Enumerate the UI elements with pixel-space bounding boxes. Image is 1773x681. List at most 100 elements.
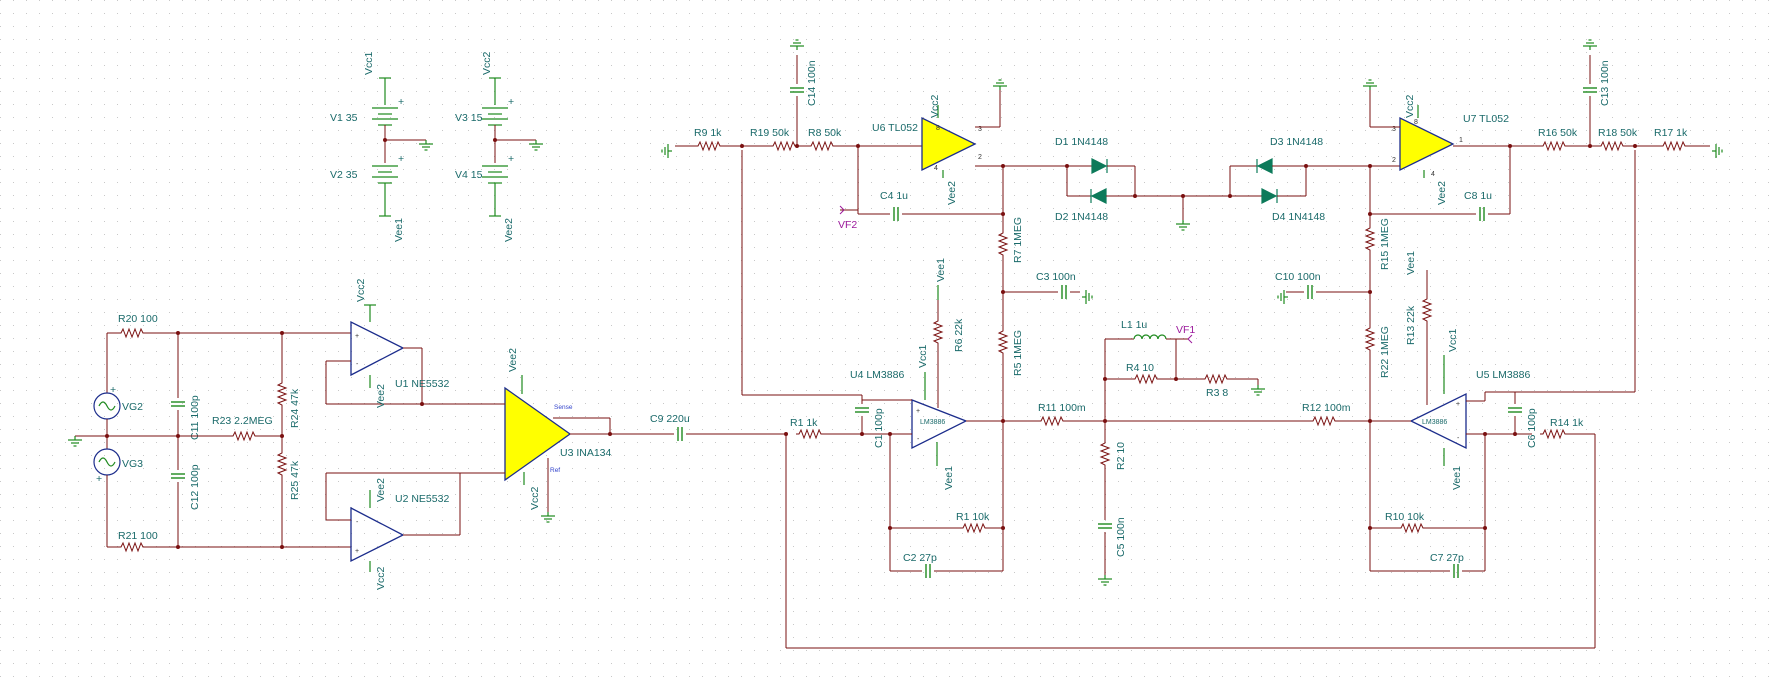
d4-diode-icon bbox=[1261, 188, 1278, 204]
svg-text:4: 4 bbox=[934, 165, 938, 172]
r17-label: R17 1k bbox=[1654, 127, 1688, 139]
r19-label: R19 50k bbox=[750, 127, 790, 139]
svg-text:LM3886: LM3886 bbox=[1422, 419, 1447, 426]
vcc2-label: Vcc2 bbox=[481, 51, 493, 75]
u2-vcc2: Vcc2 bbox=[375, 566, 387, 590]
svg-text:+: + bbox=[398, 153, 404, 165]
vg3-label: VG3 bbox=[122, 458, 143, 470]
r15-label: R15 1MEG bbox=[1379, 218, 1391, 270]
d4-label: D4 1N4148 bbox=[1272, 211, 1325, 223]
u7-label: U7 TL052 bbox=[1463, 113, 1509, 125]
c8-label: C8 1u bbox=[1464, 190, 1492, 202]
u6-vee2: Vee2 bbox=[946, 181, 958, 205]
u6-vcc2: Vcc2 bbox=[929, 94, 941, 118]
u4-vee1: Vee1 bbox=[943, 466, 955, 490]
svg-text:-: - bbox=[1457, 435, 1460, 442]
c7-label: C7 27p bbox=[1430, 552, 1464, 564]
c3-label: C3 100n bbox=[1036, 271, 1076, 283]
r2-label: R2 10 bbox=[1115, 442, 1127, 470]
u3-ref-pin: Ref bbox=[550, 467, 560, 474]
u4-label: U4 LM3886 bbox=[850, 369, 904, 381]
u5-opamp bbox=[1409, 392, 1467, 450]
svg-text:8: 8 bbox=[936, 125, 940, 132]
svg-text:2: 2 bbox=[1392, 157, 1396, 164]
svg-text:+: + bbox=[355, 333, 359, 340]
c14-label: C14 100n bbox=[806, 60, 818, 106]
vf2-node: VF2 bbox=[838, 219, 857, 231]
svg-text:-: - bbox=[356, 361, 359, 368]
v4-label: V4 15 bbox=[455, 169, 483, 181]
r21-label: R21 100 bbox=[118, 530, 158, 542]
c1-label: C1 100p bbox=[873, 408, 885, 448]
c6-label: C6 100p bbox=[1526, 408, 1538, 448]
svg-text:LM3886: LM3886 bbox=[920, 419, 945, 426]
r10-label: R10 10k bbox=[1385, 511, 1425, 523]
c9-label: C9 220u bbox=[650, 413, 690, 425]
u3-label: U3 INA134 bbox=[560, 447, 612, 459]
power-amp-u4: R1 1k + - LM3886 U4 LM3886 C1 100p R6 22… bbox=[741, 150, 1595, 649]
r14-label: R14 1k bbox=[1550, 417, 1584, 429]
v1-label: V1 35 bbox=[330, 112, 358, 124]
svg-text:8: 8 bbox=[1414, 119, 1418, 126]
u7-opamp bbox=[1399, 116, 1455, 172]
c2-label: C2 27p bbox=[903, 552, 937, 564]
load-network: R11 100m R12 100m R2 10 C5 100n L1 1u R4… bbox=[1003, 319, 1370, 586]
vee1-label: Vee1 bbox=[393, 218, 405, 242]
vcc1-label: Vcc1 bbox=[363, 51, 375, 75]
svg-text:+: + bbox=[1456, 401, 1460, 408]
l1-label: L1 1u bbox=[1121, 319, 1147, 331]
r23-label: R23 2.2MEG bbox=[212, 415, 273, 427]
d1-diode-icon bbox=[1091, 158, 1108, 174]
c11-label: C11 100p bbox=[189, 395, 201, 440]
u5-vee1: Vee1 bbox=[1451, 466, 1463, 490]
vf1-node: VF1 bbox=[1176, 324, 1195, 336]
u5-label: U5 LM3886 bbox=[1476, 369, 1530, 381]
r9-label: R9 1k bbox=[694, 127, 722, 139]
vee2-label: Vee2 bbox=[503, 218, 515, 242]
d3-label: D3 1N4148 bbox=[1270, 136, 1323, 148]
input-stage: VG2 + VG3 + R20 100 R21 100 C11 100p C12… bbox=[67, 278, 786, 590]
supply-v3-v4: Vcc2 + + V3 15 V4 15 Vee2 bbox=[455, 51, 544, 242]
u2-label: U2 NE5532 bbox=[395, 493, 449, 505]
r1-label: R1 1k bbox=[790, 417, 818, 429]
u4-opamp bbox=[911, 399, 968, 450]
svg-text:+: + bbox=[96, 473, 102, 485]
r18-label: R18 50k bbox=[1598, 127, 1638, 139]
r6-label: R6 22k bbox=[953, 318, 965, 352]
svg-text:-: - bbox=[917, 436, 920, 443]
svg-text:+: + bbox=[916, 408, 920, 415]
u5-vcc1: Vcc1 bbox=[1447, 328, 1459, 352]
u3-sense-pin: Sense bbox=[554, 404, 573, 411]
d1-label: D1 1N4148 bbox=[1055, 136, 1108, 148]
u1-vcc2: Vcc2 bbox=[355, 278, 367, 302]
svg-text:+: + bbox=[110, 384, 116, 396]
r7-label: R7 1MEG bbox=[1012, 217, 1024, 263]
u3-ina134 bbox=[504, 386, 572, 482]
u3-vee2: Vee2 bbox=[507, 348, 519, 372]
l1-inductor bbox=[1133, 334, 1167, 340]
power-amp-u5: + - LM3886 U5 LM3886 R13 22k Vee1 Vcc1 V… bbox=[1275, 150, 1636, 648]
r12-label: R12 100m bbox=[1302, 402, 1351, 414]
u3-vcc2: Vcc2 bbox=[529, 486, 541, 510]
r13-label: R13 22k bbox=[1405, 305, 1417, 345]
svg-text:+: + bbox=[398, 96, 404, 108]
c13-label: C13 100n bbox=[1599, 60, 1611, 106]
svg-text:3: 3 bbox=[1392, 126, 1396, 133]
u4-vee1-top: Vee1 bbox=[935, 258, 947, 282]
svg-text:-: - bbox=[356, 519, 359, 526]
svg-text:+: + bbox=[355, 548, 359, 555]
c5-label: C5 100n bbox=[1115, 517, 1127, 557]
svg-text:4: 4 bbox=[1431, 171, 1435, 178]
c4-label: C4 1u bbox=[880, 190, 908, 202]
r11-label: R11 100m bbox=[1038, 402, 1086, 414]
svg-text:2: 2 bbox=[978, 154, 982, 161]
u6-opamp bbox=[921, 116, 977, 172]
u7-vee2: Vee2 bbox=[1436, 181, 1448, 205]
servo-u7: U7 TL052 3 2 8 1 4 Vcc2 Vee2 C8 1u R16 5… bbox=[1362, 39, 1723, 222]
r8-label: R8 50k bbox=[808, 127, 842, 139]
u5-vee1-top: Vee1 bbox=[1405, 251, 1417, 275]
svg-text:1: 1 bbox=[1459, 137, 1463, 144]
r22-label: R22 1MEG bbox=[1379, 326, 1391, 378]
